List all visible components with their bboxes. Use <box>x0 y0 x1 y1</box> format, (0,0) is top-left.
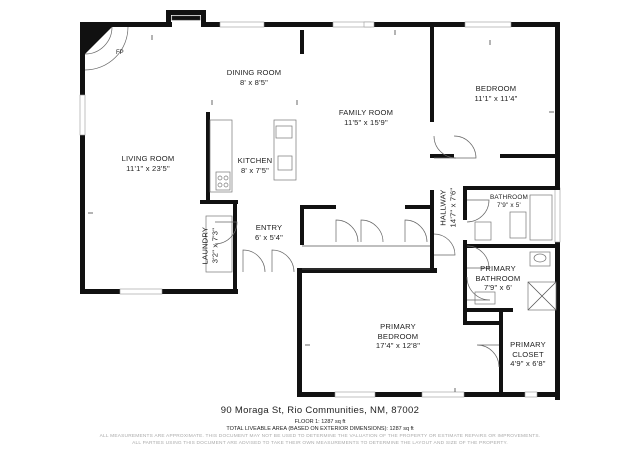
address: 90 Moraga St, Rio Communities, NM, 87002 <box>220 405 420 416</box>
room-label-primary-bathroom: PRIMARY BATHROOM 7'9" x 6' <box>468 264 528 293</box>
room-name: BATHROOM <box>489 194 529 201</box>
disclaimer-line-1: ALL MEASUREMENTS ARE APPROXIMATE. THIS D… <box>99 434 541 439</box>
room-name: LIVING ROOM <box>121 154 175 163</box>
room-dims: 3'2" x 7'3" <box>210 227 219 264</box>
room-dims: 7'9" x 6' <box>483 283 513 293</box>
room-name: LAUNDRY <box>200 226 210 265</box>
total-area: TOTAL LIVEABLE AREA (BASED ON EXTERIOR D… <box>226 426 414 432</box>
room-name: BEDROOM <box>475 84 517 93</box>
outlet-marks <box>88 30 554 392</box>
bath-fixtures <box>474 194 557 311</box>
room-name-line1: PRIMARY <box>380 322 416 331</box>
room-label-bathroom: BATHROOM 7'9" x 5' <box>480 194 538 210</box>
fireplace-label: FP <box>116 50 124 56</box>
room-name-line2: BATHROOM <box>475 273 521 283</box>
room-label-hallway: HALLWAY 14'7" x 7'6" <box>438 178 457 238</box>
interior-walls <box>200 22 560 397</box>
room-name: FAMILY ROOM <box>338 108 394 117</box>
room-label-family-room: FAMILY ROOM 11'5" x 15'9" <box>318 108 414 127</box>
room-label-entry: ENTRY 6' x 5'4" <box>244 223 294 242</box>
room-name: HALLWAY <box>438 189 448 226</box>
doors <box>214 135 500 368</box>
fireplace <box>84 26 129 71</box>
room-dims: 6' x 5'4" <box>254 232 284 242</box>
room-dims: 7'9" x 5' <box>497 202 521 209</box>
room-dims: 11'5" x 15'9" <box>344 117 388 127</box>
room-name-line2: BEDROOM <box>377 331 419 341</box>
room-name: ENTRY <box>255 223 283 232</box>
room-dims: 8' x 8'5" <box>239 77 269 87</box>
room-dims: 14'7" x 7'6" <box>448 187 457 228</box>
room-dims: 11'1" x 11'4" <box>474 93 518 103</box>
disclaimer-line-2: ALL PARTIES USING THIS DOCUMENT ARE ADVI… <box>132 441 508 446</box>
room-dims: 11'1" x 23'5" <box>126 163 170 173</box>
room-label-primary-closet: PRIMARY CLOSET 4'9" x 6'8" <box>502 340 554 369</box>
room-name: KITCHEN <box>237 156 273 165</box>
kitchen-fixtures <box>209 119 297 193</box>
windows <box>79 21 561 398</box>
room-name-line2: CLOSET <box>512 349 544 359</box>
room-label-bedroom: BEDROOM 11'1" x 11'4" <box>452 84 540 103</box>
floor-area: FLOOR 1: 1287 sq ft <box>294 419 346 425</box>
room-dims: 17'4" x 12'8" <box>375 341 421 351</box>
room-label-living-room: LIVING ROOM 11'1" x 23'5" <box>100 154 196 173</box>
room-label-primary-bedroom: PRIMARY BEDROOM 17'4" x 12'8" <box>362 322 434 351</box>
room-label-kitchen: KITCHEN 8' x 7'5" <box>230 156 280 175</box>
room-dims: 4'9" x 6'8" <box>510 359 546 369</box>
room-name-line1: PRIMARY <box>480 264 516 273</box>
room-dims: 8' x 7'5" <box>240 165 270 175</box>
room-label-dining-room: DINING ROOM 8' x 8'5" <box>210 68 298 87</box>
room-label-laundry: LAUNDRY 3'2" x 7'3" <box>200 216 219 276</box>
room-name: DINING ROOM <box>226 68 282 77</box>
room-name-line1: PRIMARY <box>510 340 546 349</box>
